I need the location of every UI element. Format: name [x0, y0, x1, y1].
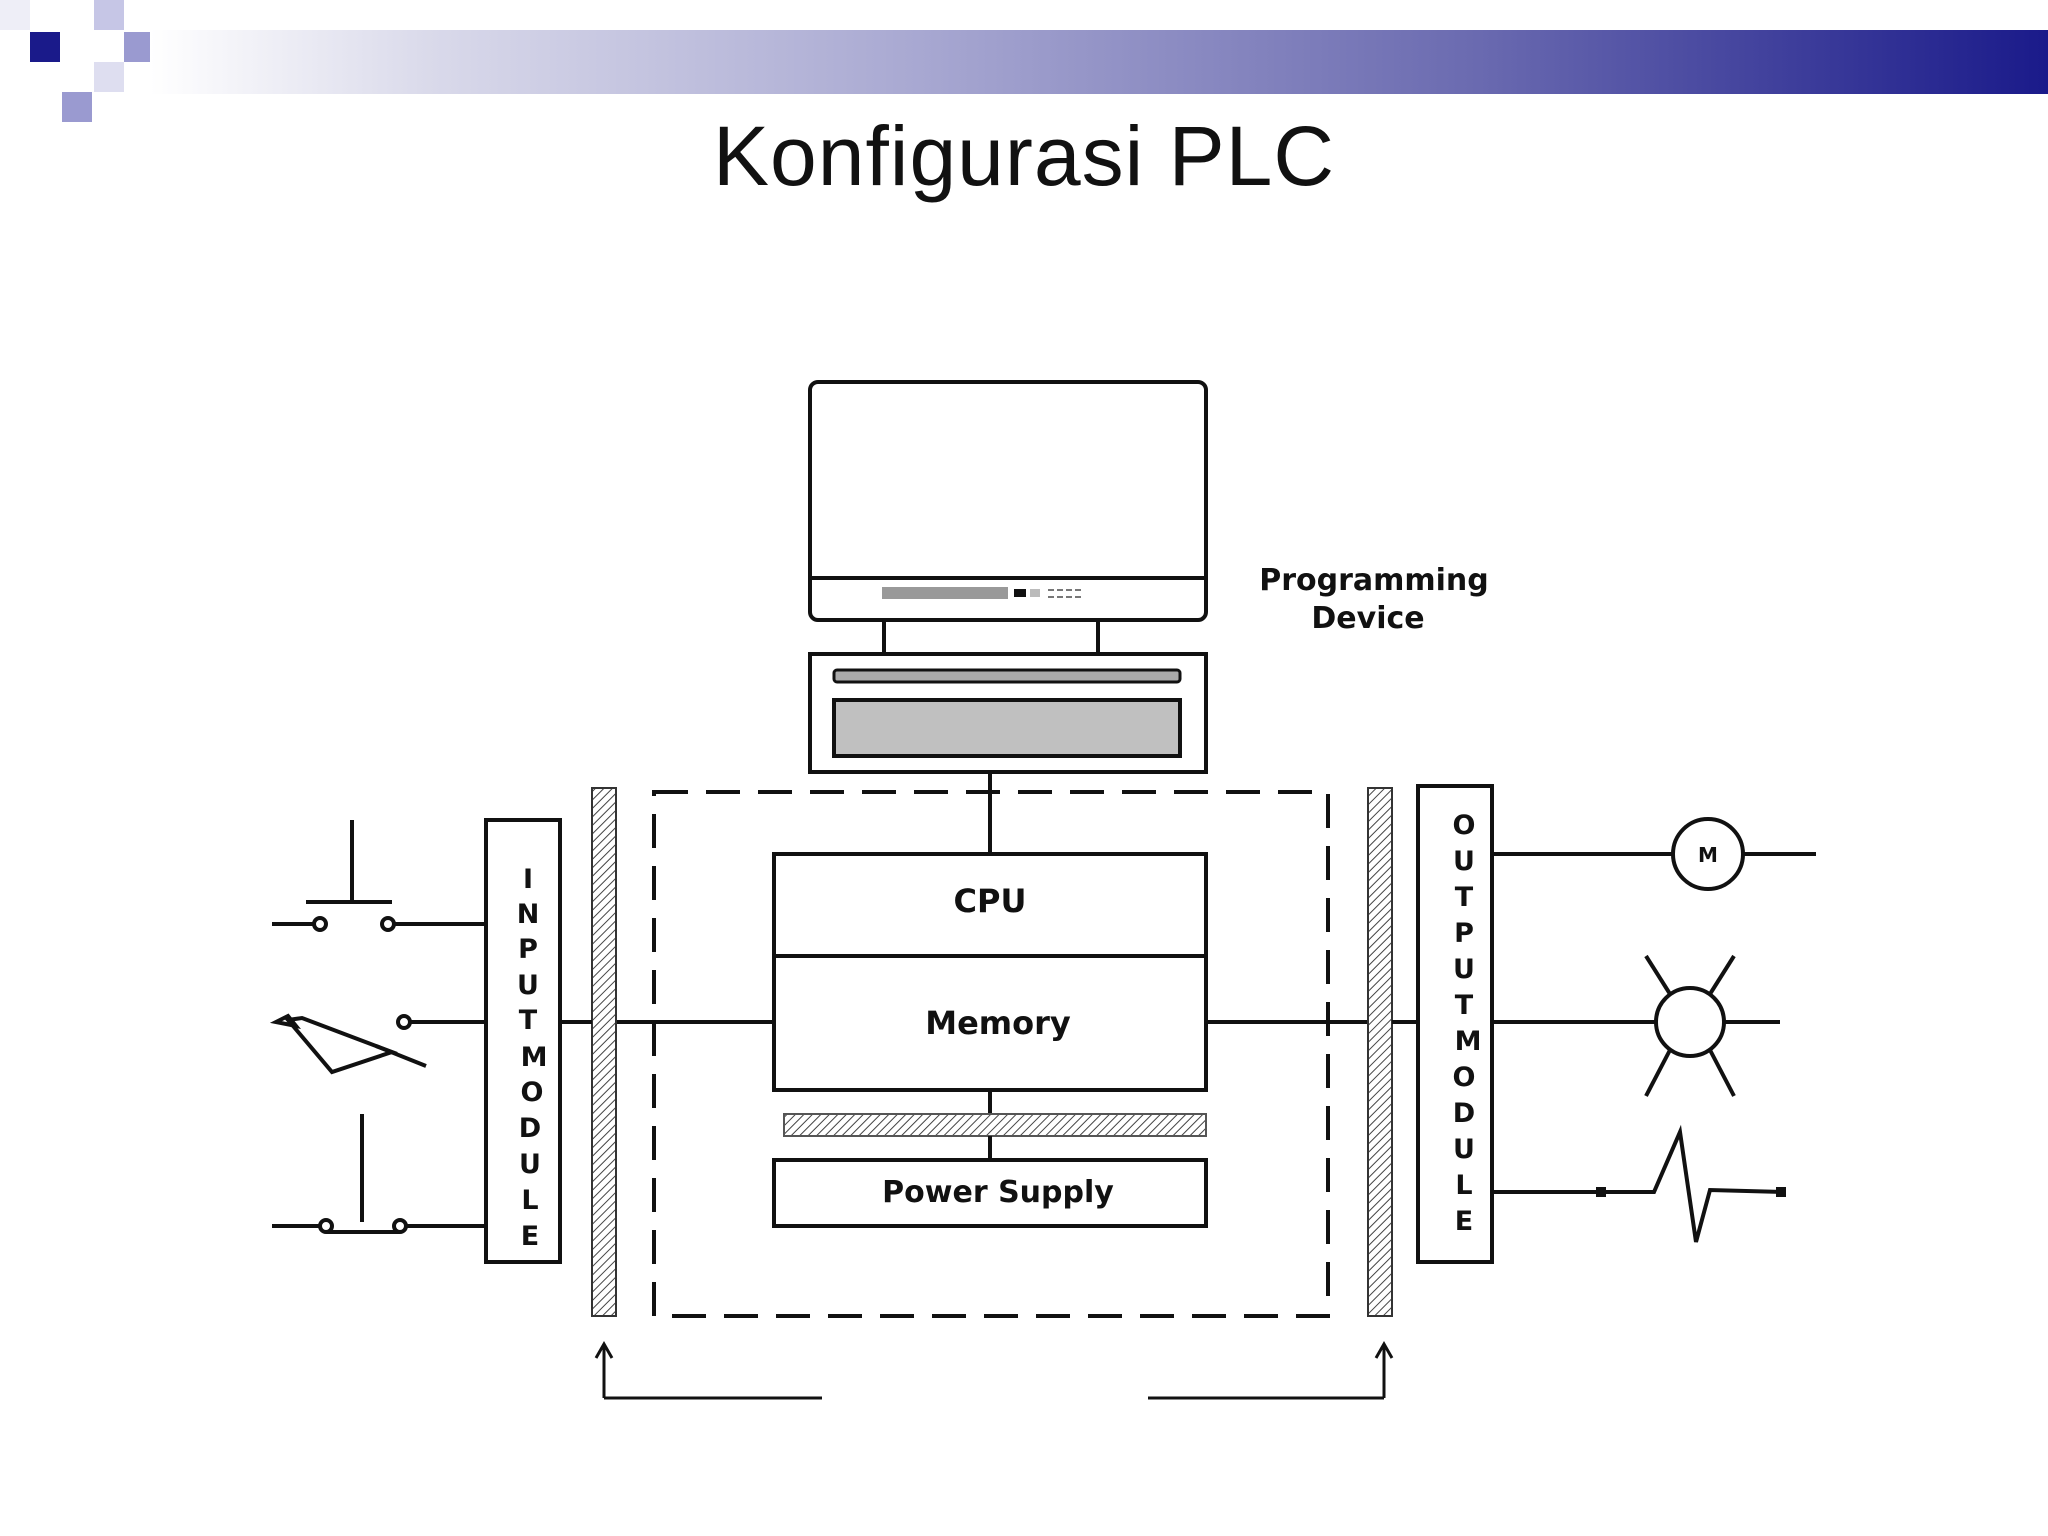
output-letter: O: [1453, 810, 1476, 841]
output-letter: U: [1453, 954, 1475, 985]
heater-waveform-icon: [1492, 1124, 1786, 1243]
monitor-slot: [882, 587, 1008, 599]
programming-device: [808, 380, 1208, 774]
output-letter: M: [1455, 1026, 1482, 1057]
input-module: [484, 818, 562, 1264]
input-letter: U: [517, 970, 539, 1001]
corner-square-mid: [124, 32, 154, 62]
drive-slot: [832, 668, 1182, 684]
memory-label: Memory: [925, 1004, 1071, 1042]
plc-dashed-enclosure: [652, 790, 1330, 1318]
input-letter: O: [521, 1077, 544, 1108]
limit-switch-icon: [269, 1013, 486, 1075]
drive-panel: [832, 698, 1182, 758]
input-rail: [591, 787, 617, 1317]
output-letter: L: [1455, 1170, 1472, 1201]
bottom-right-arrow: [1148, 1340, 1394, 1400]
push-button-nc-icon: [272, 1114, 486, 1234]
monitor-led-2: [1030, 589, 1040, 597]
corner-square-pale-2: [0, 0, 30, 30]
input-letter: P: [518, 934, 538, 965]
output-rail: [1367, 787, 1393, 1317]
bottom-left-arrow: [594, 1340, 822, 1400]
input-letter: I: [523, 864, 533, 895]
push-button-no-icon: [272, 820, 486, 932]
power-supply-block: [772, 1158, 1208, 1228]
input-letter: N: [517, 899, 540, 930]
input-letter: D: [519, 1113, 541, 1144]
input-letter: L: [521, 1185, 538, 1216]
output-letter: P: [1454, 918, 1474, 949]
motor-icon: [1492, 817, 1816, 891]
monitor-led: [1014, 589, 1026, 597]
output-letter: D: [1453, 1098, 1475, 1129]
output-letter: T: [1455, 882, 1474, 913]
corner-square-light: [94, 0, 124, 30]
cpu-label: CPU: [954, 882, 1027, 920]
output-letter: U: [1453, 1134, 1475, 1165]
lamp-icon: [1492, 954, 1780, 1097]
corner-square-mid-2: [62, 92, 92, 122]
input-module-label: I N P U T M O D U L E: [517, 864, 548, 1252]
input-letter: E: [521, 1221, 539, 1252]
corner-square-pale: [94, 62, 124, 92]
input-letter: M: [521, 1042, 548, 1073]
corner-square-dark: [30, 32, 60, 62]
output-module: [1416, 784, 1494, 1264]
output-letter: T: [1455, 990, 1474, 1021]
output-letter: E: [1455, 1206, 1473, 1237]
input-letter: T: [519, 1005, 538, 1036]
monitor-outline: [808, 380, 1208, 622]
power-supply-label: Power Supply: [882, 1175, 1114, 1210]
output-letter: U: [1453, 846, 1475, 877]
programming-device-label-line1: Programming: [1259, 563, 1489, 598]
input-letter: U: [519, 1149, 541, 1180]
internal-bus: [783, 1113, 1207, 1137]
slide-title: Konfigurasi PLC: [713, 109, 1335, 203]
cpu-memory-block: [772, 852, 1208, 1092]
title-gradient-bar: [150, 30, 2048, 94]
output-letter: O: [1453, 1062, 1476, 1093]
output-module-label: O U T P U T M O D U L E: [1453, 810, 1482, 1237]
programming-device-label-line2: Device: [1311, 601, 1424, 636]
motor-label: M: [1698, 843, 1718, 867]
